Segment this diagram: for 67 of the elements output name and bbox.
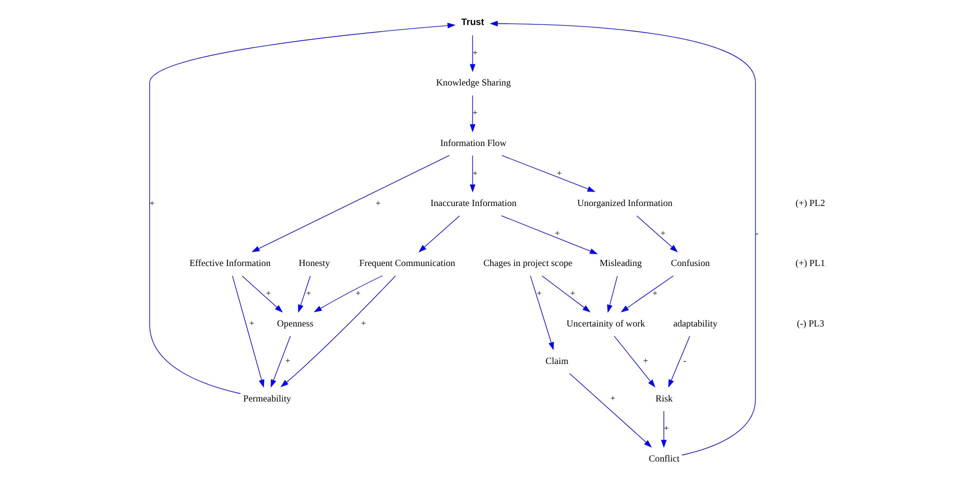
arrow (469, 155, 475, 192)
node-text: Unorganized Information (576, 199, 672, 210)
node-text: Trust (460, 16, 484, 27)
arrow (469, 35, 475, 72)
edge-label: + (472, 108, 478, 118)
node-text: Claim (545, 356, 568, 367)
arrow (280, 276, 396, 388)
arrow (241, 276, 282, 313)
arrow (530, 275, 554, 350)
node-text: Chages in project scope (482, 259, 572, 270)
edge-label: - (754, 228, 758, 238)
edge-label: + (284, 356, 290, 366)
edge-label: + (554, 228, 560, 238)
label: (-) PL3 (796, 319, 824, 330)
arrow (469, 95, 475, 132)
edge-label: + (375, 198, 380, 208)
arrow (500, 215, 598, 254)
node-text: Permeability (242, 394, 291, 404)
edge-label: + (610, 393, 615, 404)
edge-label: + (652, 288, 657, 298)
arrow (489, 20, 756, 456)
node-text: Misleading (599, 259, 642, 270)
edge-label: + (660, 228, 665, 238)
arrow (541, 276, 590, 312)
arrow (418, 216, 460, 252)
edge-label: + (472, 168, 478, 178)
node-text: Information Flow (440, 138, 506, 149)
arrow (298, 276, 310, 313)
edge-label: + (360, 318, 366, 328)
edge-label: + (149, 198, 154, 208)
arrow (501, 155, 595, 192)
node-text: Openness (276, 319, 313, 330)
label: (+) PL1 (795, 259, 825, 270)
arrow (606, 276, 618, 313)
edge-label: + (536, 288, 542, 298)
edge-label: + (472, 47, 478, 58)
edge-label: + (306, 288, 311, 298)
node-text: Honesty (298, 259, 330, 270)
arrow (232, 275, 264, 388)
node-text: Conflict (648, 454, 679, 464)
edge-label: + (355, 288, 360, 298)
edge-label: + (570, 288, 575, 298)
node-text: Effective Information (188, 259, 270, 270)
arrow (568, 373, 652, 448)
node-text: Risk (654, 394, 672, 404)
edge-label: - (682, 356, 686, 366)
arrow (270, 336, 290, 388)
edge-label: + (642, 356, 648, 366)
node-text: Frequent Communication (358, 259, 455, 270)
node-text: Uncertainity of work (566, 319, 645, 330)
edge-label: + (248, 318, 254, 328)
edge-label: + (556, 168, 562, 178)
node-text: Inaccurate Information (430, 199, 516, 210)
arrow (148, 22, 456, 394)
arrow (636, 216, 678, 252)
arrow (620, 276, 674, 312)
node-text: Confusion (670, 259, 710, 270)
arrow (668, 336, 690, 388)
node-text: adaptability (672, 319, 717, 330)
edge-label: + (663, 423, 668, 434)
edge-label: + (266, 288, 270, 298)
label: (+) PL2 (795, 199, 825, 210)
arrow (313, 275, 382, 312)
node-text: Knowledge Sharing (436, 78, 510, 89)
arrow (660, 410, 666, 448)
arrow (613, 336, 655, 388)
arrow (251, 155, 450, 252)
